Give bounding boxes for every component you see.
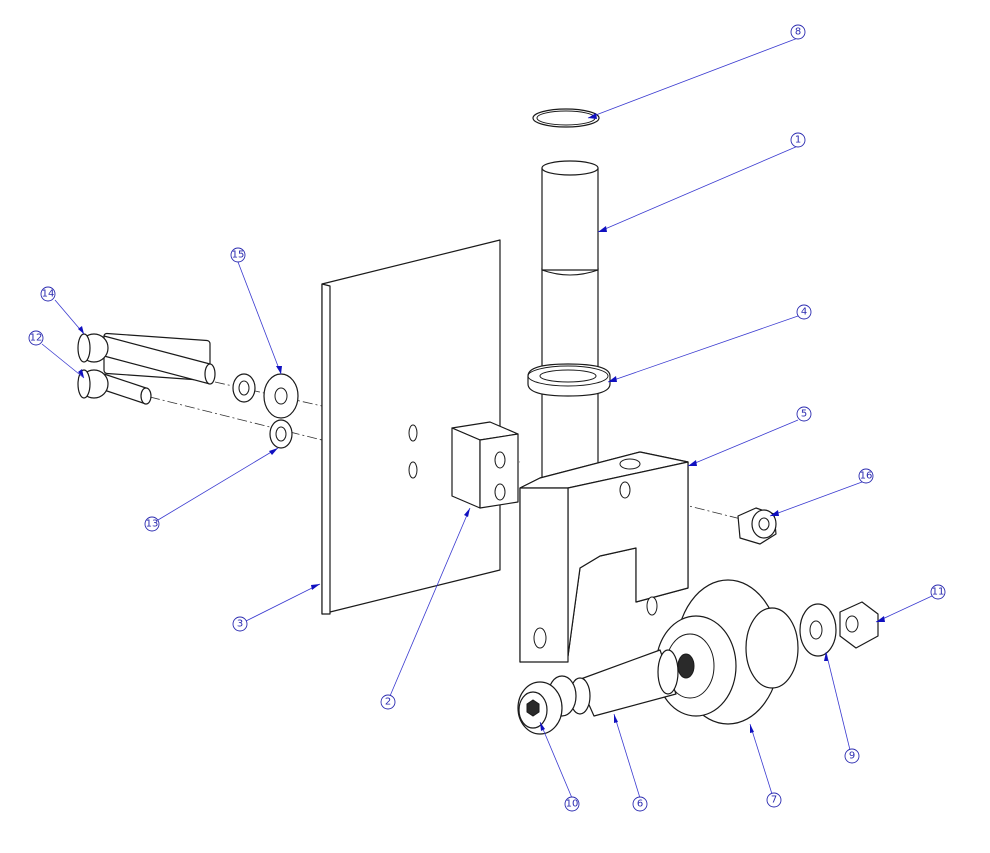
balloon-15-label: 15 xyxy=(232,250,245,261)
mounting-plate xyxy=(321,239,501,615)
lock-nut-16 xyxy=(737,507,777,545)
balloon-5: 5 xyxy=(796,406,812,422)
balloon-16: 16 xyxy=(858,468,874,484)
balloon-10: 10 xyxy=(564,796,580,812)
balloon-4: 4 xyxy=(796,304,812,320)
bearing-collar xyxy=(527,363,611,397)
lock-washer-15 xyxy=(232,373,256,403)
balloon-3-label: 3 xyxy=(237,619,243,630)
balloon-13: 13 xyxy=(144,516,160,532)
pulley-wheel xyxy=(655,579,799,725)
leader-arrowheads xyxy=(78,113,885,733)
balloon-7-label: 7 xyxy=(771,795,777,806)
flat-washer-15 xyxy=(263,373,299,419)
balloon-4-label: 4 xyxy=(801,307,807,318)
washer-9 xyxy=(799,603,837,657)
shoulder-bolt xyxy=(517,675,577,735)
fork-bracket xyxy=(519,451,689,663)
balloon-7: 7 xyxy=(766,792,782,808)
balloon-6: 6 xyxy=(632,796,648,812)
axle-spacer xyxy=(569,649,679,717)
hex-nut-11 xyxy=(839,601,879,649)
balloon-5-label: 5 xyxy=(801,409,807,420)
balloon-8: 8 xyxy=(790,24,806,40)
balloon-12: 12 xyxy=(28,330,44,346)
balloon-16-label: 16 xyxy=(860,471,873,482)
balloon-11: 11 xyxy=(930,584,946,600)
balloon-1: 1 xyxy=(790,132,806,148)
clamp-block xyxy=(451,421,519,509)
balloon-3: 3 xyxy=(232,616,248,632)
balloon-14-label: 14 xyxy=(42,289,55,300)
balloon-1-label: 1 xyxy=(795,135,801,146)
balloon-11-label: 11 xyxy=(932,587,945,598)
balloon-8-label: 8 xyxy=(795,27,801,38)
balloon-2-label: 2 xyxy=(385,697,391,708)
balloon-10-label: 10 xyxy=(566,799,579,810)
vertical-shaft xyxy=(541,160,599,479)
balloon-9-label: 9 xyxy=(849,751,855,762)
balloon-15: 15 xyxy=(230,247,246,263)
balloon-12-label: 12 xyxy=(30,333,43,344)
leader-lines xyxy=(41,37,933,799)
balloon-13-label: 13 xyxy=(146,519,159,530)
balloon-9: 9 xyxy=(844,748,860,764)
balloon-6-label: 6 xyxy=(637,799,643,810)
balloon-2: 2 xyxy=(380,694,396,710)
cap-screw-12 xyxy=(77,369,152,405)
retaining-ring xyxy=(532,108,600,128)
balloon-14: 14 xyxy=(40,286,56,302)
washer-13 xyxy=(269,419,293,449)
cap-screw-14 xyxy=(77,332,216,385)
